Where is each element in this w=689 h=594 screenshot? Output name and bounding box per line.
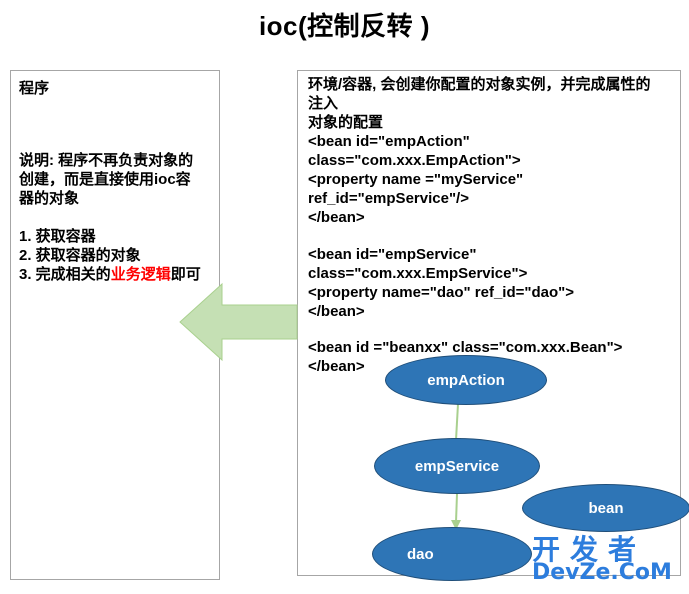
node-dao: dao — [372, 527, 532, 581]
container-line-9: <bean id="empService" — [308, 246, 477, 263]
container-line-13: <bean id ="beanxx" class="com.xxx.Bean"> — [308, 339, 623, 356]
container-line-14: </bean> — [308, 358, 365, 375]
node-empaction: empAction — [385, 355, 547, 405]
program-heading: 程序 — [19, 80, 50, 97]
container-line-10: class="com.xxx.EmpService"> — [308, 265, 528, 282]
watermark-line-2: DevZe.CoM — [532, 560, 672, 585]
container-line-7: ref_id="empService"/> — [308, 190, 469, 207]
node-empservice: empService — [374, 438, 540, 494]
container-line-4: <bean id="empAction" — [308, 133, 470, 150]
watermark-line-1: 开发者 — [532, 533, 647, 566]
connector-arrowhead-2 — [451, 520, 461, 530]
program-step-3: 3. 完成相关的业务逻辑即可 — [19, 265, 201, 284]
injection-arrow — [179, 282, 298, 362]
container-line-12: </bean> — [308, 303, 365, 320]
program-desc-line1: 说明: 程序不再负责对象的 — [19, 152, 194, 169]
program-step-2: 2. 获取容器的对象 — [19, 247, 141, 264]
page-title: ioc(控制反转 ) — [258, 11, 431, 41]
step3-highlight: 业务逻辑 — [110, 266, 171, 283]
program-desc-line3: 器的对象 — [19, 190, 80, 207]
connector-empaction-empservice — [455, 403, 459, 441]
container-line-1: 环境/容器, 会创建你配置的对象实例，并完成属性的 — [308, 76, 651, 93]
container-line-5: class="com.xxx.EmpAction"> — [308, 152, 521, 169]
program-desc-line2: 创建，而是直接使用ioc容 — [19, 171, 191, 188]
container-line-6: <property name ="myService" — [308, 171, 524, 188]
container-line-2: 注入 — [308, 95, 339, 112]
program-step-1: 1. 获取容器 — [19, 228, 96, 245]
step3-prefix: 3. 完成相关的 — [19, 266, 111, 283]
step3-suffix: 即可 — [170, 266, 201, 283]
container-line-3: 对象的配置 — [308, 114, 384, 131]
connector-empservice-dao — [455, 493, 458, 523]
container-line-8: </bean> — [308, 209, 365, 226]
node-bean: bean — [522, 484, 689, 532]
container-line-11: <property name="dao" ref_id="dao"> — [308, 284, 575, 301]
